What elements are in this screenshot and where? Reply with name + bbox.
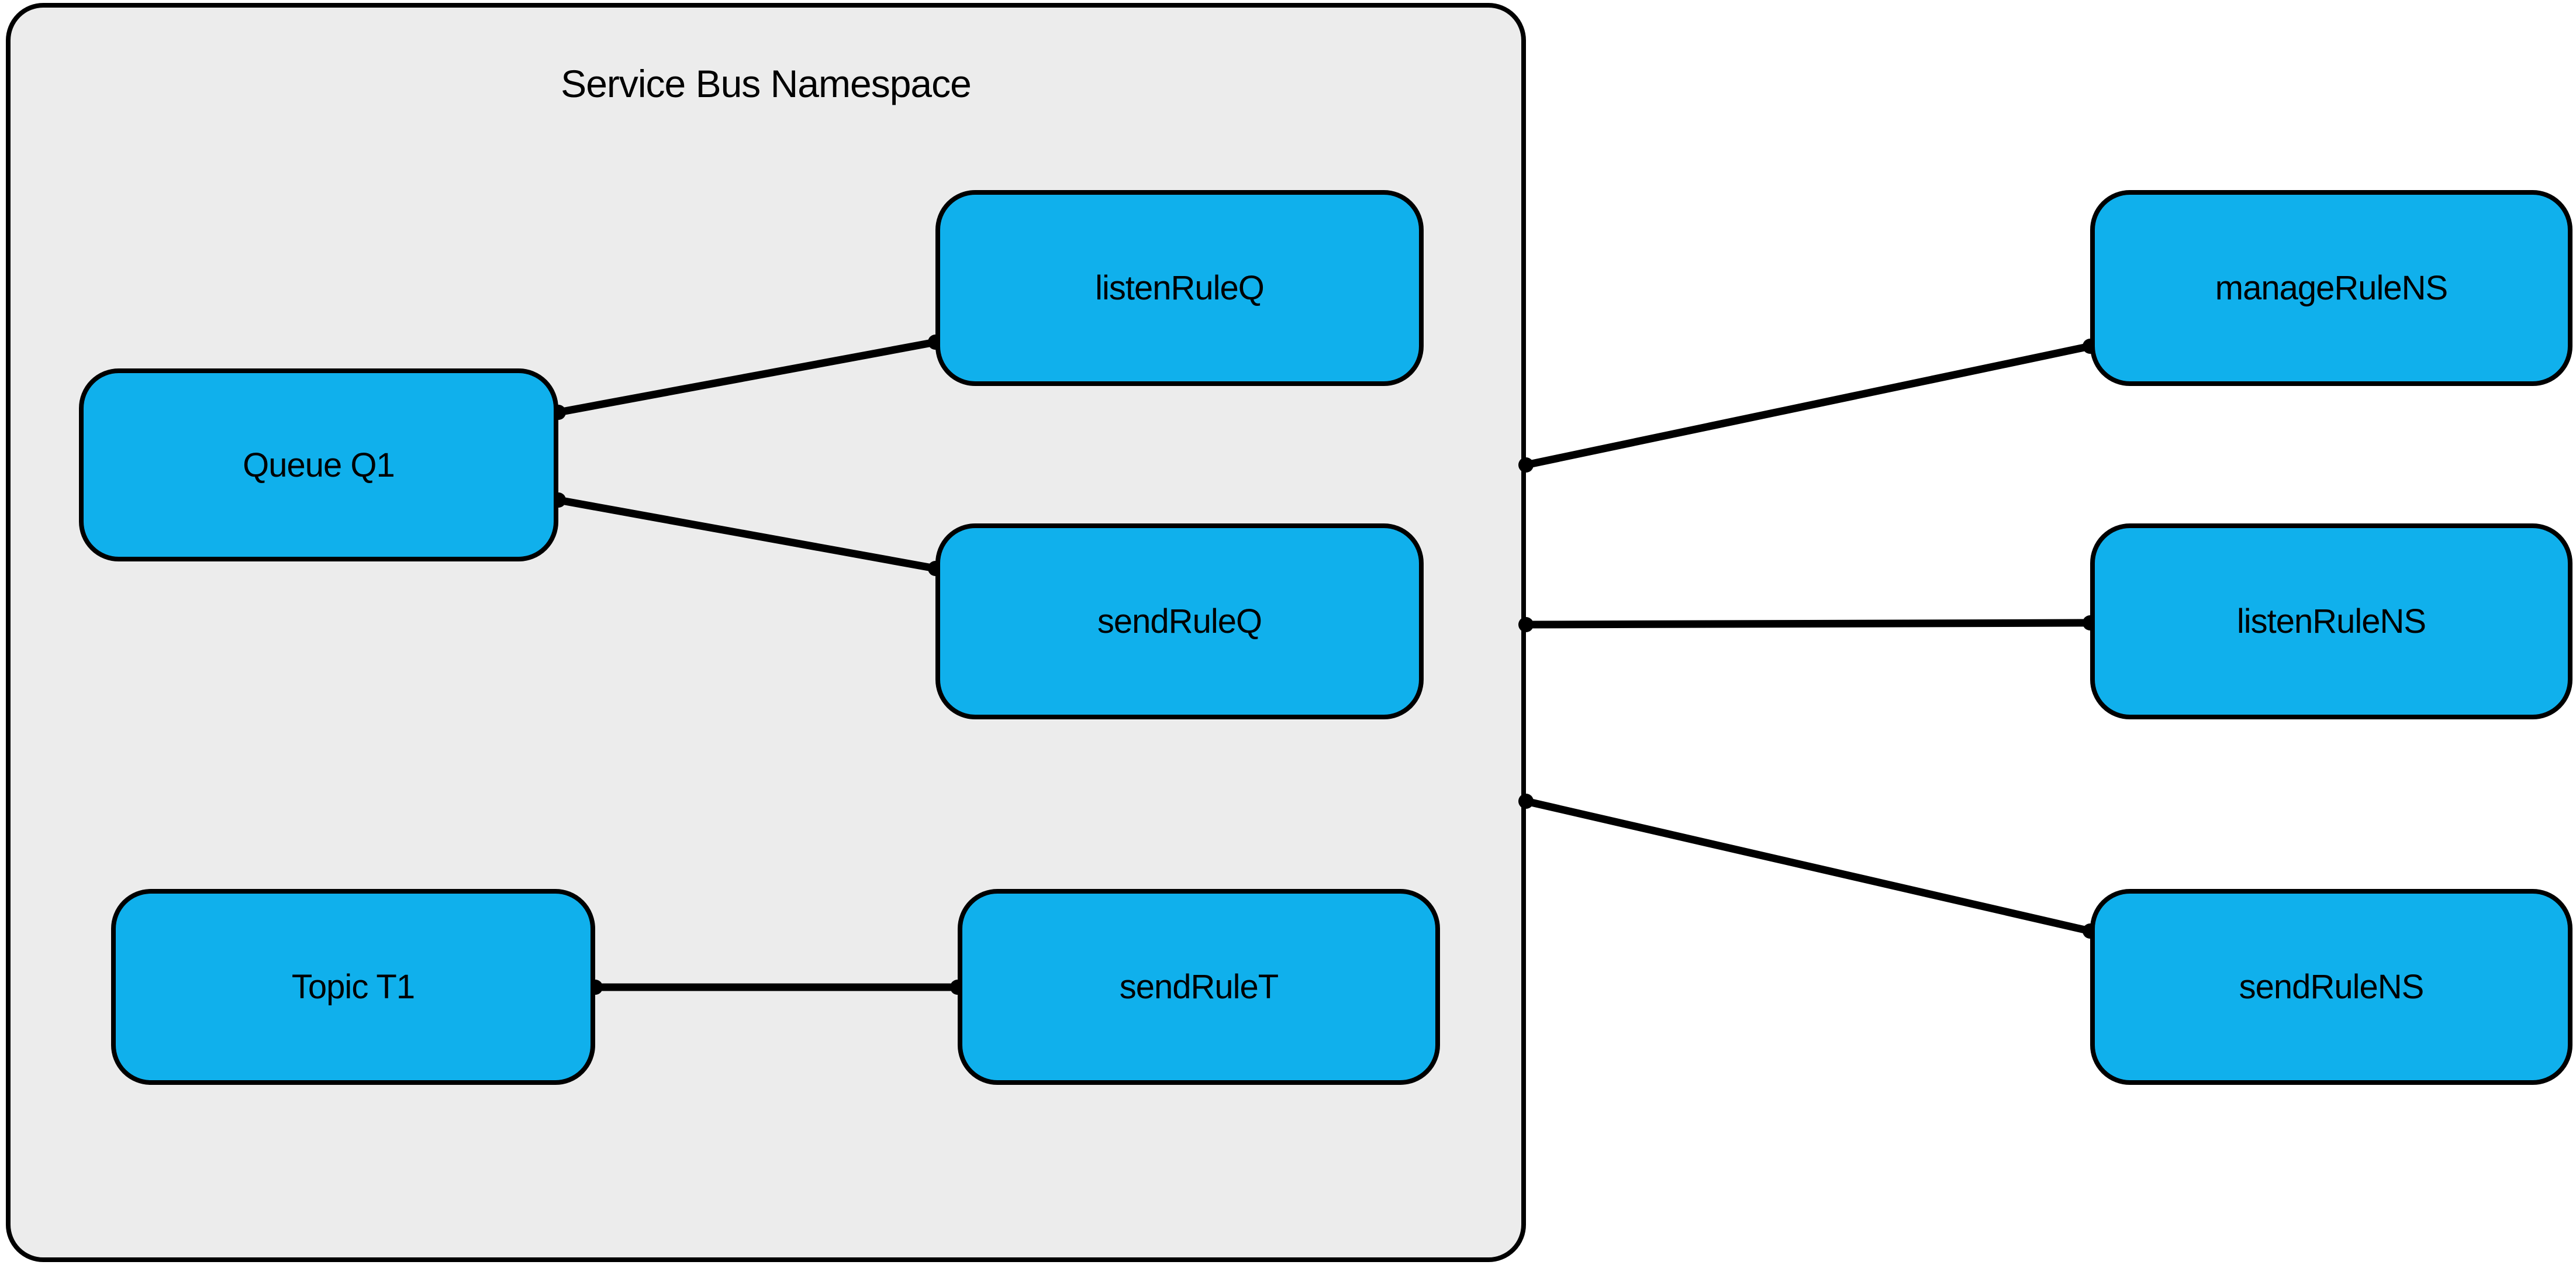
node-listenruleq: listenRuleQ bbox=[935, 190, 1424, 386]
node-label: Topic T1 bbox=[291, 968, 415, 1006]
node-topic-t1: Topic T1 bbox=[111, 889, 595, 1085]
node-managerulens: manageRuleNS bbox=[2090, 190, 2572, 386]
node-queue-q1: Queue Q1 bbox=[79, 368, 558, 561]
node-label: sendRuleQ bbox=[1097, 602, 1262, 640]
namespace-title: Service Bus Namespace bbox=[561, 62, 972, 105]
node-label: listenRuleQ bbox=[1095, 269, 1265, 307]
node-listenrulens: listenRuleNS bbox=[2090, 523, 2572, 719]
node-label: sendRuleNS bbox=[2239, 968, 2425, 1006]
node-sendrulens: sendRuleNS bbox=[2090, 889, 2572, 1085]
edge-queueQ1-sendRuleQ bbox=[554, 496, 940, 573]
edge-namespace-sendRuleNS bbox=[1522, 797, 2094, 935]
edge-queueQ1-listenRuleQ bbox=[554, 338, 940, 416]
node-label: Queue Q1 bbox=[243, 446, 395, 484]
node-label: listenRuleNS bbox=[2236, 602, 2426, 640]
edge-endpoint-dot bbox=[1518, 794, 1534, 809]
edge-namespace-listenRuleNS bbox=[1522, 619, 2094, 629]
node-label: sendRuleT bbox=[1119, 968, 1279, 1006]
node-label: manageRuleNS bbox=[2215, 269, 2448, 307]
node-sendruleq: sendRuleQ bbox=[935, 523, 1424, 719]
node-sendrulet: sendRuleT bbox=[958, 889, 1440, 1085]
edge-endpoint-dot bbox=[1518, 457, 1534, 473]
edge-endpoint-dot bbox=[1518, 617, 1534, 632]
edge-namespace-manageRuleNS bbox=[1522, 342, 2094, 469]
